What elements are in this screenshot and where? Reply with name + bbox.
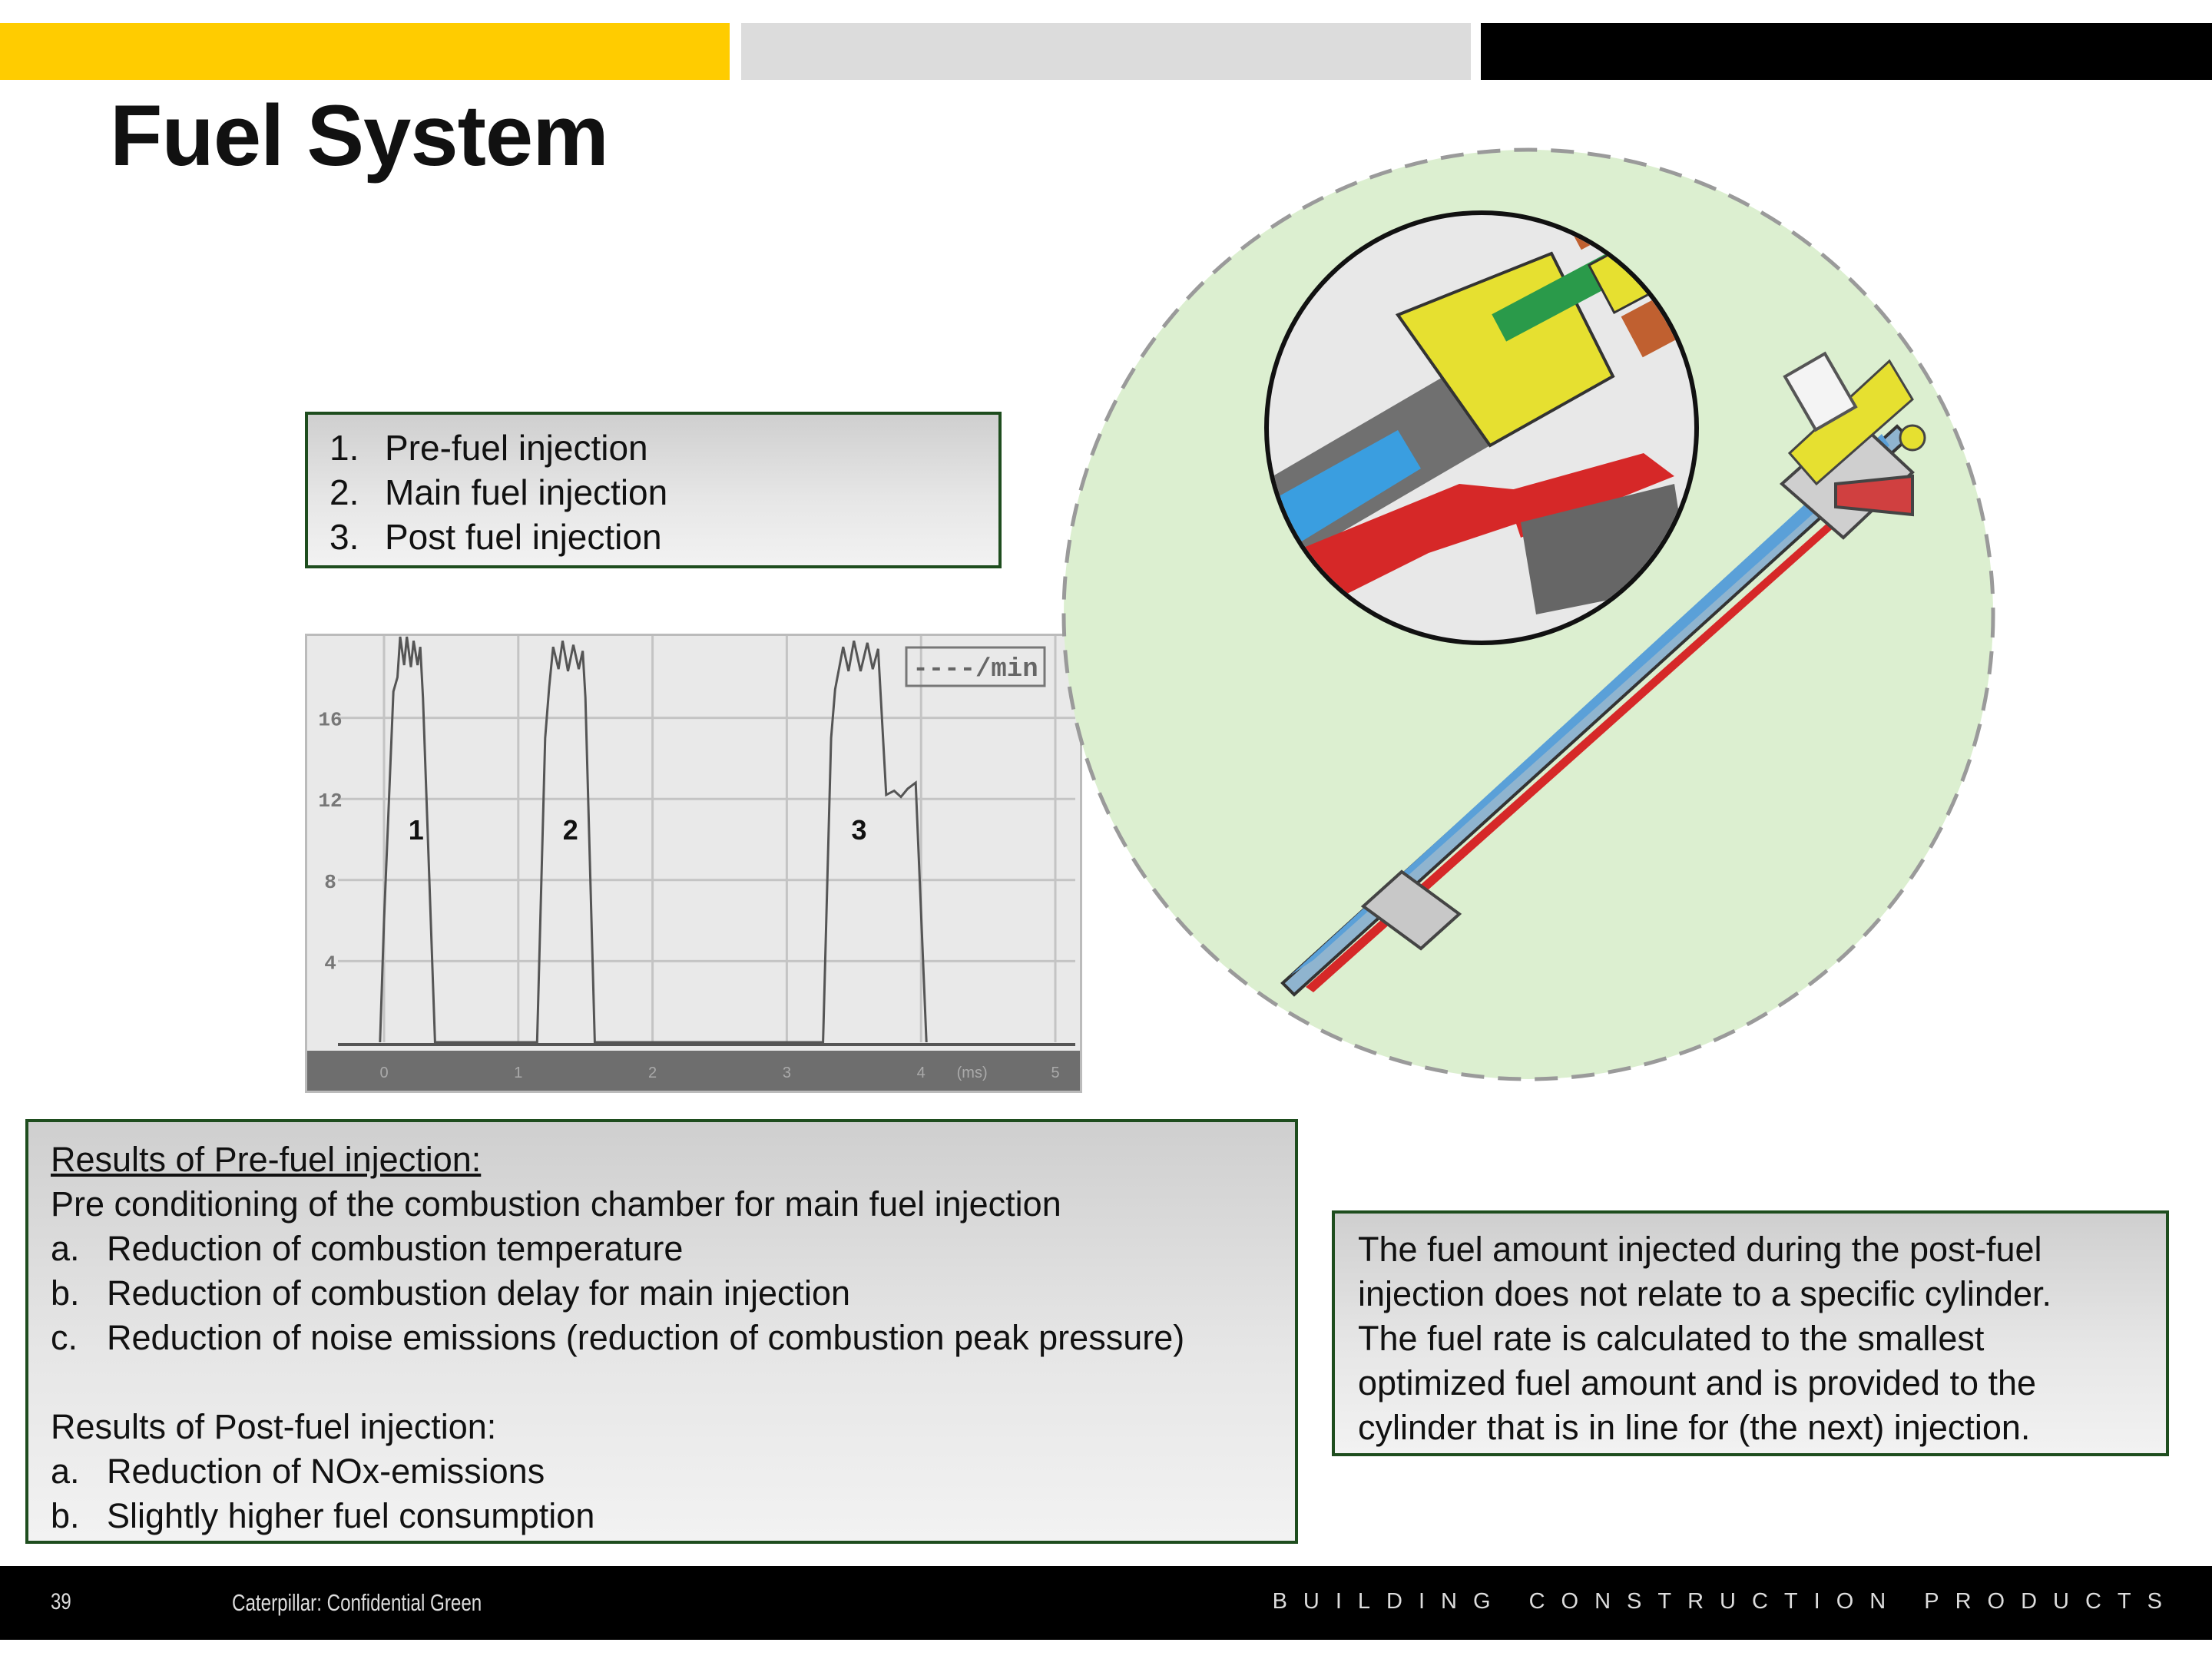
x-tick-label: 4 (917, 1065, 926, 1081)
confidentiality-label: Caterpillar: Confidential Green (232, 1589, 482, 1616)
x-tick-label: 2 (648, 1065, 657, 1081)
list-text: Slightly higher fuel consumption (107, 1496, 595, 1535)
post-injection-note-box: The fuel amount injected during the post… (1332, 1210, 2169, 1456)
pre-results-intro: Pre conditioning of the combustion chamb… (51, 1184, 1061, 1224)
list-item: b. Slightly higher fuel consumption (51, 1494, 1295, 1538)
y-tick-label: 16 (318, 709, 342, 732)
header-bar-gray (741, 23, 1471, 80)
list-item: b. Reduction of combustion delay for main… (51, 1271, 1295, 1316)
list-letter: a. (51, 1229, 80, 1268)
x-axis-label: (ms) (957, 1065, 988, 1081)
x-tick-label: 5 (1051, 1065, 1059, 1081)
footer: 39 Caterpillar: Confidential Green BUILD… (0, 1566, 2212, 1640)
page-title: Fuel System (110, 88, 609, 184)
post-results-heading: Results of Post-fuel injection: (51, 1407, 497, 1446)
list-text: Reduction of combustion delay for main i… (107, 1273, 851, 1313)
list-text: Reduction of NOx-emissions (107, 1452, 545, 1491)
injector-body-icon (1280, 351, 1926, 997)
list-number: 1. (329, 428, 359, 468)
x-axis-band (307, 1051, 1080, 1091)
list-number: 2. (329, 472, 359, 512)
list-item: c. Reduction of noise emissions (reductio… (51, 1316, 1295, 1360)
note-line: injection does not relate to a specific … (1358, 1274, 2052, 1313)
x-tick-label: 1 (514, 1065, 522, 1081)
list-letter: b. (51, 1496, 80, 1535)
x-tick-label: 3 (783, 1065, 791, 1081)
injector-detail-magnified-icon (1264, 210, 1699, 645)
list-letter: a. (51, 1452, 80, 1491)
list-label: Main fuel injection (385, 472, 668, 512)
y-tick-label: 12 (318, 790, 342, 813)
note-line: The fuel amount injected during the post… (1358, 1230, 2042, 1269)
note-line: optimized fuel amount and is provided to… (1358, 1363, 2037, 1402)
legend-label: ----/min (912, 655, 1038, 684)
pulse-label-2: 2 (563, 814, 578, 846)
list-item: a. Reduction of combustion temperature (51, 1227, 1295, 1271)
header-bar-black (1481, 23, 2212, 80)
footer-tagline: BUILDING CONSTRUCTION PRODUCTS (1272, 1589, 2178, 1614)
list-item: 3. Post fuel injection (329, 515, 998, 559)
results-box: Results of Pre-fuel injection: Pre condi… (25, 1119, 1298, 1544)
list-text: Reduction of noise emissions (reduction … (107, 1318, 1185, 1357)
x-tick-label: 0 (379, 1065, 388, 1081)
note-line: The fuel rate is calculated to the small… (1358, 1319, 1985, 1358)
list-item: a. Reduction of NOx-emissions (51, 1449, 1295, 1494)
header-bar-yellow (0, 23, 730, 80)
y-tick-label: 4 (324, 952, 336, 975)
list-item: 2. Main fuel injection (329, 470, 998, 515)
pulse-label-1: 1 (409, 814, 424, 846)
list-item: 1. Pre-fuel injection (329, 426, 998, 470)
note-line: cylinder that is in line for (the next) … (1358, 1408, 2031, 1447)
legend-box (905, 646, 1046, 687)
pre-results-heading: Results of Pre-fuel injection: (51, 1140, 482, 1179)
pulse-label-3: 3 (852, 814, 867, 846)
list-label: Pre-fuel injection (385, 428, 648, 468)
y-tick-label: 8 (324, 871, 336, 894)
list-text: Reduction of combustion temperature (107, 1229, 684, 1268)
list-label: Post fuel injection (385, 517, 662, 557)
page-number: 39 (51, 1589, 71, 1614)
series-line (379, 636, 928, 1044)
list-number: 3. (329, 517, 359, 557)
list-letter: b. (51, 1273, 80, 1313)
injection-list-box: 1. Pre-fuel injection 2. Main fuel injecti… (305, 412, 1002, 568)
injector-illustration (1061, 147, 1995, 1081)
list-letter: c. (51, 1318, 78, 1357)
